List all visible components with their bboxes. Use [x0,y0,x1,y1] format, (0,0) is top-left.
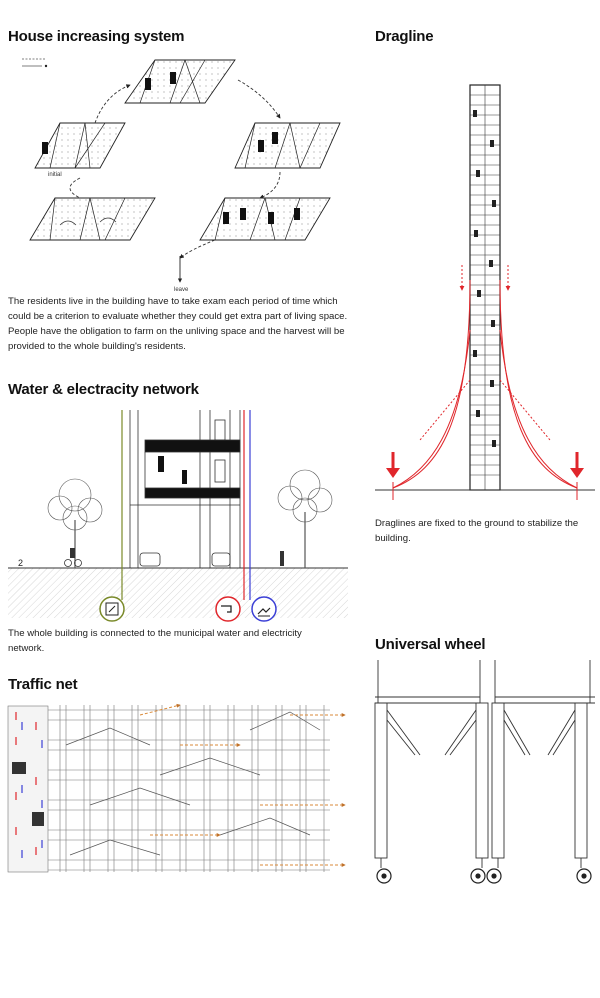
tree-left [48,479,102,568]
housing-unit-lower-left [30,198,155,240]
pedestrian-icon [280,551,284,566]
cycle-arrows [70,80,280,258]
housing-unit-lower-right [200,198,330,240]
dragline-title: Dragline [375,28,433,45]
water-building [130,410,240,568]
wheel-frame [375,660,595,868]
electric-tap-icon [216,597,240,621]
housing-unit-top [125,60,235,103]
traffic-flow-arrows [140,705,345,865]
housing-unit-right [235,123,340,168]
dragline-tension-arrows [462,265,508,290]
traffic-core [8,706,48,872]
label-initial: initial [48,172,62,178]
house-system-title: House increasing system [8,28,184,45]
anchor-arrow-left [386,452,400,500]
electricity-connection-icon [252,597,276,621]
water-network-description: The whole building is connected to the m… [8,626,338,656]
dragline-tower [470,85,500,490]
car-icon-2 [212,553,230,566]
traffic-grid [8,705,330,872]
water-network-title: Water & electracity network [8,381,199,398]
legend-dashes [22,59,47,67]
dragline-description: Draglines are fixed to the ground to sta… [375,516,597,546]
housing-unit-initial [35,123,125,168]
water-connection-icon [100,597,124,621]
house-system-description: The residents live in the building have … [8,294,356,354]
bicycle-icon [65,560,72,567]
anchor-arrow-right [570,452,584,500]
dragline-cables [393,280,577,488]
car-icon [140,553,160,566]
universal-wheel-title: Universal wheel [375,636,485,653]
tree-right [278,470,332,568]
traffic-net-title: Traffic net [8,676,77,693]
traffic-ramps [66,712,320,855]
ground-hatch [8,568,348,618]
level-label: 2 [18,558,23,568]
wheel-icons [377,869,591,883]
label-leave: leave [174,287,189,293]
